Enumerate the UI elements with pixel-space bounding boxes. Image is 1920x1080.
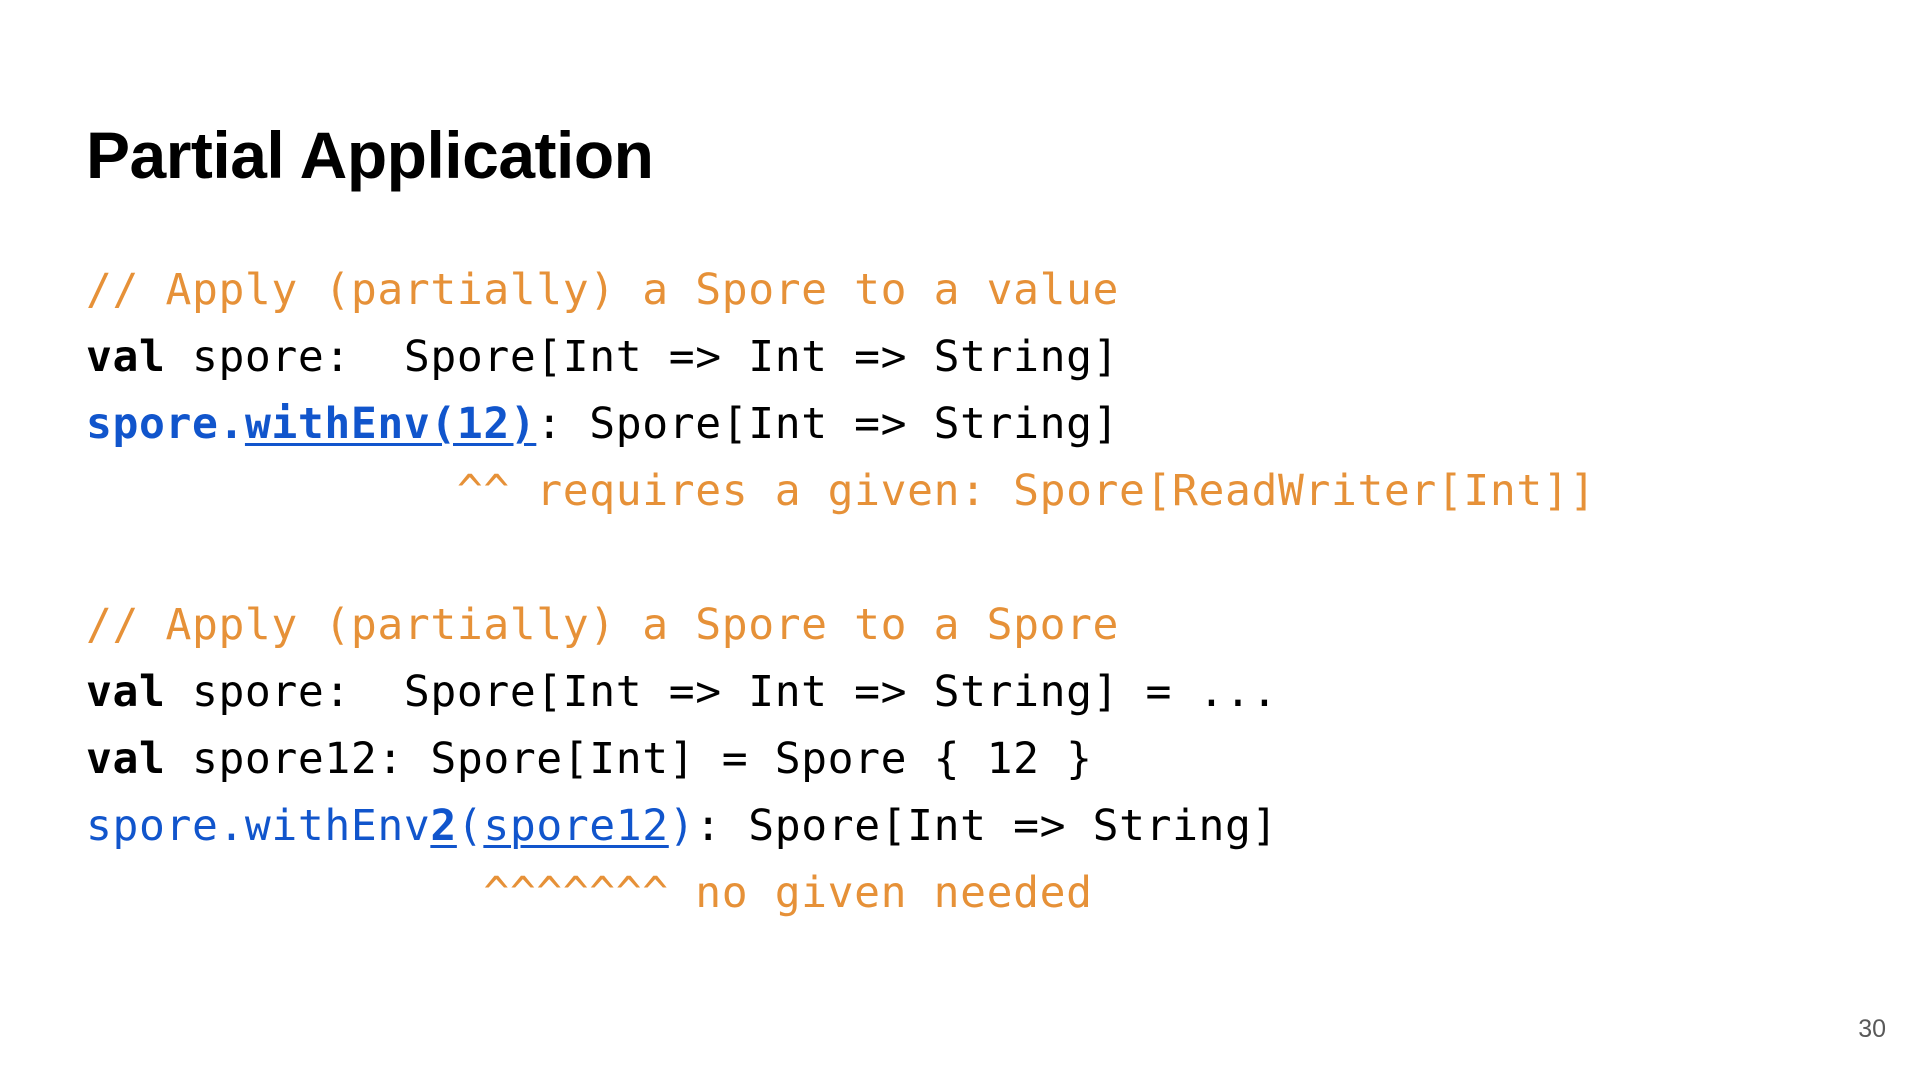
code-block: // Apply (partially) a Spore to a value … <box>86 257 1596 927</box>
page-number: 30 <box>1858 1015 1886 1043</box>
slide-title: Partial Application <box>86 118 654 192</box>
highlighted-method-call: withEnv(12) <box>244 399 537 449</box>
code-line: ^^^^^^^ no given needed <box>86 860 1596 927</box>
code-comment: // Apply (partially) a Spore to a value <box>86 265 1120 315</box>
code-line: spore.withEnv(12): Spore[Int => String] <box>86 391 1596 458</box>
keyword-val: val <box>86 734 166 784</box>
code-annotation: ^^^^^^^ no given needed <box>483 868 1093 918</box>
code-line: val spore: Spore[Int => Int => String] <box>86 324 1596 391</box>
highlighted-receiver: spore.withEnv <box>86 801 431 851</box>
code-line: ^^ requires a given: Spore[ReadWriter[In… <box>86 458 1596 525</box>
code-line: val spore: Spore[Int => Int => String] =… <box>86 659 1596 726</box>
keyword-val: val <box>86 667 166 717</box>
code-text: : Spore[Int => String] <box>695 801 1279 851</box>
code-line: // Apply (partially) a Spore to a Spore <box>86 592 1596 659</box>
code-indent <box>86 466 457 516</box>
code-annotation: ^^ requires a given: Spore[ReadWriter[In… <box>456 466 1596 516</box>
code-text: spore12: Spore[Int] = Spore { 12 } <box>165 734 1093 784</box>
keyword-val: val <box>86 332 166 382</box>
code-blank-line <box>86 525 1596 592</box>
code-text: spore: Spore[Int => Int => String] = ... <box>165 667 1278 717</box>
code-line: spore.withEnv2(spore12): Spore[Int => St… <box>86 793 1596 860</box>
highlighted-argument: spore12 <box>483 801 669 851</box>
code-paren: ) <box>668 801 696 851</box>
code-text: spore: Spore[Int => Int => String] <box>165 332 1120 382</box>
code-line: val spore12: Spore[Int] = Spore { 12 } <box>86 726 1596 793</box>
highlighted-method-suffix: 2 <box>430 801 457 851</box>
highlighted-receiver: spore. <box>86 399 245 449</box>
code-indent <box>86 868 483 918</box>
code-comment: // Apply (partially) a Spore to a Spore <box>86 600 1120 650</box>
code-line: // Apply (partially) a Spore to a value <box>86 257 1596 324</box>
code-paren: ( <box>456 801 484 851</box>
code-text: : Spore[Int => String] <box>536 399 1120 449</box>
